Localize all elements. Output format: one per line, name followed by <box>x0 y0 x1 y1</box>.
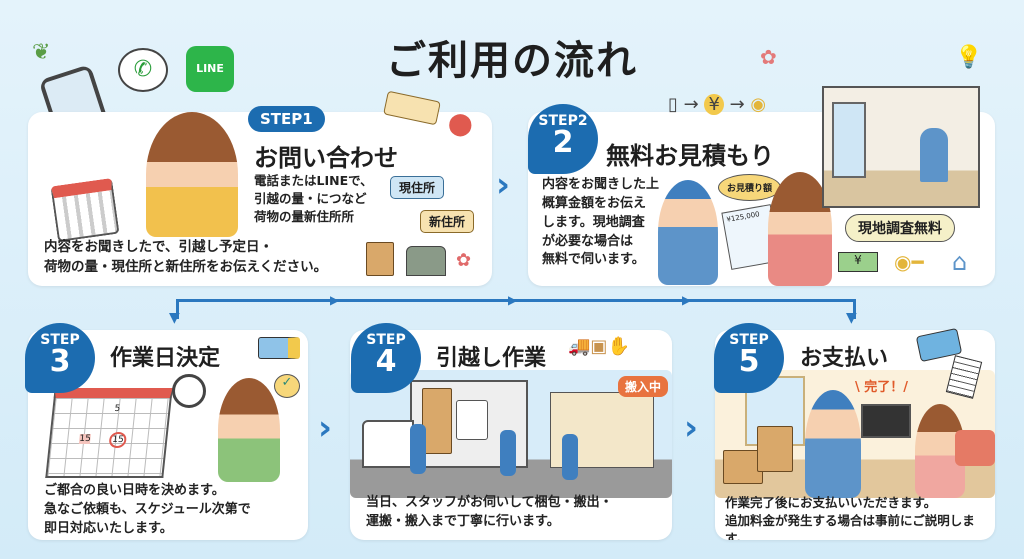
calendar-date: 15 <box>78 434 92 444</box>
step1-sub-line: 電話またはLINEで、 <box>254 173 373 188</box>
connector-drop <box>176 299 179 319</box>
calendar-date-selected: 15 <box>108 432 128 448</box>
step2-number: 2 <box>552 125 574 160</box>
arrow-down-icon: ▼ <box>846 310 857 326</box>
step1-text-line: 荷物の量・現住所と新住所をお伝えください。 <box>44 258 328 275</box>
step2-title: 無料お見積もり <box>606 142 774 170</box>
phone-bubble-icon: ✆ <box>118 48 168 92</box>
tape-measure-icon: ◉━ <box>894 250 924 274</box>
step3-badge-label: STEP <box>40 332 80 348</box>
step3-title: 作業日決定 <box>110 346 221 371</box>
truck-illustration <box>410 380 528 468</box>
step3-text-line: 即日対応いたします。 <box>44 520 173 536</box>
tulip-icon: ✿ <box>456 250 472 271</box>
step3-description: ご都合の良い日時を決めます。 急なご依頼も、スケジュール次第で 即日対応いたしま… <box>44 482 251 539</box>
boxes-icon <box>366 242 394 276</box>
step4-number: 4 <box>375 344 397 379</box>
estimate-bubble: お見積り額 <box>718 174 782 201</box>
step4-title: 引越し作業 <box>436 346 547 371</box>
step3-number: 3 <box>49 344 71 379</box>
truck-icon <box>258 337 300 359</box>
step3-text-line: ご都合の良い日時を決めます。 <box>44 483 225 498</box>
step5-title: お支払い <box>800 346 889 371</box>
arrow-right-icon: › <box>496 165 511 205</box>
calendar-illustration: 5 15 15 <box>45 388 173 478</box>
step2-text-line: 無料で伺います。 <box>542 252 645 268</box>
money-icon: ¥ <box>838 252 878 272</box>
plant-icon: ❦ <box>32 40 51 65</box>
woman-illustration <box>218 378 280 482</box>
truck-box-hands-icons: 🚚▣✋ <box>568 336 630 357</box>
location-pin-icon: ⬤ <box>448 112 473 137</box>
moving-scene-illustration <box>350 370 672 498</box>
step2-description: 内容をお聞きした上 概算金額をお伝え します。現地調査 が必要な場合は 無料で伺… <box>542 176 659 270</box>
flower-icon: ✿ <box>760 45 777 69</box>
step2-text-line: 概算金額をお伝え <box>542 195 647 211</box>
lightbulb-icon: 💡 <box>955 45 983 70</box>
step2-text-line: が必要な場合は <box>542 233 634 249</box>
staff-with-tablet-illustration <box>658 180 718 285</box>
step5-number: 5 <box>738 344 760 379</box>
step3-text-line: 急なご依頼も、スケジュール次第で <box>44 501 251 517</box>
warehouse-icon <box>406 246 446 276</box>
step4-badge-label: STEP <box>366 332 406 348</box>
step1-badge: STEP1 <box>248 106 325 132</box>
step5-text-line: 作業完了後にお支払いいただきます。 <box>725 495 937 510</box>
step1-sub-line: 荷物の量新住所所 <box>254 209 355 225</box>
check-bubble-icon: ✓ <box>274 374 300 398</box>
moving-in-bubble: 搬入中 <box>618 376 669 397</box>
room-survey-illustration <box>822 86 980 208</box>
step4-text-line: 当日、スタッフがお伺いして梱包・搬出・ <box>366 495 613 510</box>
arrow-down-icon: ▼ <box>169 310 180 326</box>
flow-dot-icon: ▶ <box>682 293 692 307</box>
step2-text-line: します。現地調査 <box>542 214 645 230</box>
step2-text-line: 内容をお聞きした上 <box>542 177 660 192</box>
step1-sub-line: 引越の量・につなど <box>254 191 367 207</box>
page-title: ご利用の流れ <box>386 38 638 84</box>
clock-icon <box>172 374 206 408</box>
survey-free-label: 現地調査無料 <box>845 214 955 242</box>
arrow-right-icon: › <box>318 408 333 448</box>
step4-text-line: 運搬・搬入まで丁寧に行います。 <box>366 513 560 529</box>
current-address-tag: 現住所 <box>390 176 445 199</box>
step1-title: お問い合わせ <box>254 144 398 172</box>
step5-text-line: 追加料金が発生する場合は事前にご説明します。 <box>725 513 975 540</box>
staff-illustration <box>500 430 516 476</box>
flow-dot-icon: ▶ <box>330 293 340 307</box>
staff-illustration <box>805 390 861 498</box>
step1-subtext: 電話またはLINEで、 引越の量・につなど 荷物の量新住所所 <box>254 172 373 226</box>
calendar-icon <box>50 177 120 243</box>
flow-connector <box>176 299 856 302</box>
line-icon: LINE <box>186 46 234 92</box>
woman-on-phone-illustration <box>146 112 238 237</box>
step1-text-line: 内容をお聞きしたで、引越し予定日・ <box>44 239 273 255</box>
step5-description: 作業完了後にお支払いいただきます。 追加料金が発生する場合は事前にご説明します。 <box>725 494 995 540</box>
tablet-yen-tape-icons: ▯ → ¥ → ◉ <box>668 94 767 115</box>
new-address-tag: 新住所 <box>420 210 475 233</box>
flow-dot-icon: ▶ <box>508 293 518 307</box>
step4-card: 搬入中 当日、スタッフがお伺いして梱包・搬出・ 運搬・搬入まで丁寧に行います。 <box>350 330 672 540</box>
step2-badge-label: STEP2 <box>538 113 588 129</box>
step4-description: 当日、スタッフがお伺いして梱包・搬出・ 運搬・搬入まで丁寧に行います。 <box>366 494 613 532</box>
house-icon: ⌂ <box>952 248 968 276</box>
complete-label: \ 完了！/ <box>855 380 909 395</box>
arrow-right-icon: › <box>684 408 699 448</box>
woman-illustration <box>768 172 832 286</box>
staff-illustration <box>410 424 426 474</box>
tv-illustration <box>861 404 911 438</box>
calendar-date: 5 <box>113 404 121 414</box>
step1-description: 内容をお聞きしたで、引越し予定日・ 荷物の量・現住所と新住所をお伝えください。 <box>44 238 327 277</box>
step5-badge-label: STEP <box>729 332 769 348</box>
step1-card: 内容をお聞きしたで、引越し予定日・ 荷物の量・現住所と新住所をお伝えください。 … <box>28 112 492 286</box>
staff-illustration <box>562 434 578 480</box>
connector-drop <box>853 299 856 319</box>
